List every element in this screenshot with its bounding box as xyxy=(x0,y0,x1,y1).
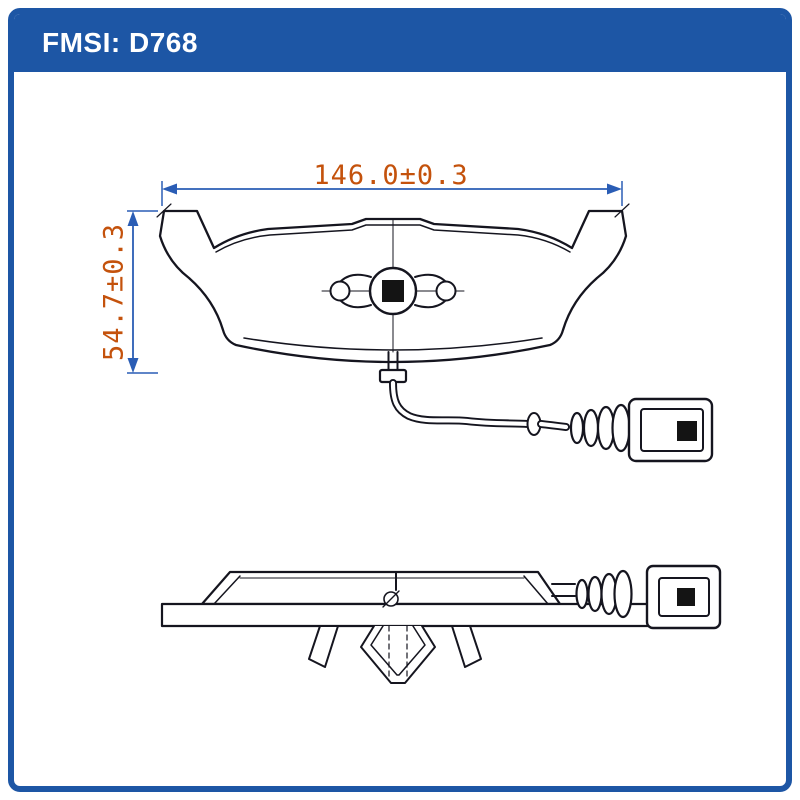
height-dimension-label: 54.7±0.3 xyxy=(98,222,130,362)
page-frame: FMSI: D768 xyxy=(8,8,792,792)
width-dimension-label: 146.0±0.3 xyxy=(313,160,469,191)
page-title: FMSI: D768 xyxy=(42,27,198,58)
title-bar: FMSI: D768 xyxy=(14,14,786,72)
